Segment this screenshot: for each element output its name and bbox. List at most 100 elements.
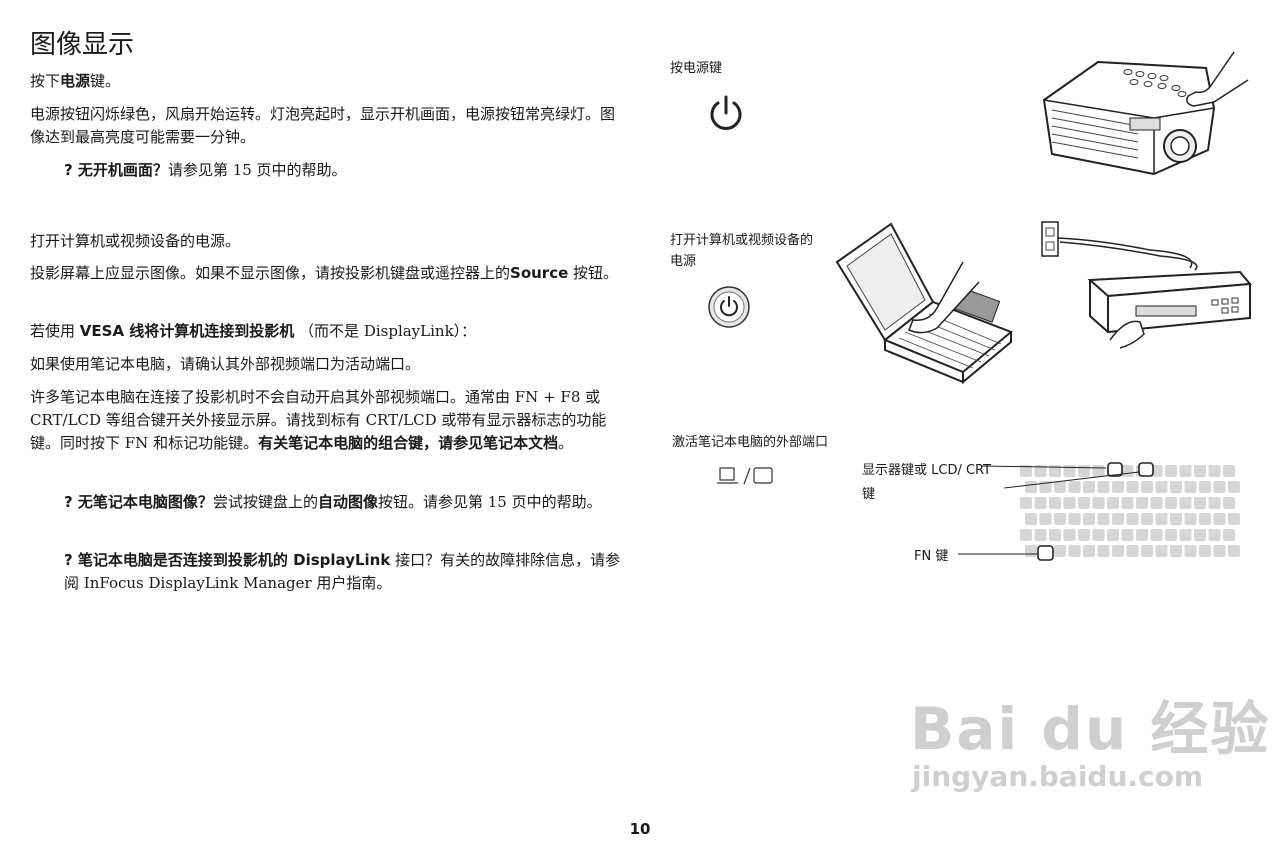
tip-question: ? 无笔记本电脑图像？	[64, 493, 213, 511]
image-display-description: 投影屏幕上应显示图像。如果不显示图像，请按投影机键盘或遥控器上的Source 按…	[30, 262, 620, 285]
source-key-name: Source	[510, 264, 569, 282]
caption-activate-port: 激活笔记本电脑的外部端口	[672, 435, 829, 450]
keyboard-key	[1083, 513, 1095, 525]
keyboard-key	[1126, 513, 1139, 525]
keyboard-key	[1126, 545, 1139, 557]
tip-question: ? 无开机画面？	[64, 161, 168, 179]
watermark-logo: Bai du 经验	[910, 695, 1271, 763]
keyboard-key	[1112, 545, 1124, 557]
keyboard-key	[1068, 545, 1081, 557]
monitor-laptop-icon	[717, 467, 773, 485]
keyboard-key	[1126, 481, 1139, 493]
keyboard-key	[1165, 497, 1177, 509]
tip-text: 按钮。请参见第 15 页中的帮助。	[377, 493, 602, 511]
keyboard-key	[1049, 497, 1061, 509]
keyboard-key	[1223, 497, 1235, 509]
keyboard-key	[1097, 545, 1110, 557]
keyboard-key	[1141, 513, 1153, 525]
keyboard-key	[1194, 465, 1206, 477]
description-text: 投影屏幕上应显示图像。如果不显示图像，请按投影机键盘或遥控器上的	[30, 264, 511, 282]
description-text: 。	[558, 434, 574, 452]
tip-question: ? 笔记本电脑是否连接到投影机的 DisplayLink	[64, 551, 391, 569]
keyboard-key	[1121, 497, 1134, 509]
keyboard-key	[1208, 529, 1221, 541]
keyboard-key	[1208, 497, 1221, 509]
power-icon	[710, 95, 742, 130]
keyboard-illustration	[1020, 462, 1240, 561]
keyboard-key	[1112, 481, 1124, 493]
keyboard-key	[1092, 497, 1105, 509]
keyboard-key	[1054, 481, 1066, 493]
keyboard-key	[1194, 497, 1206, 509]
power-description: 电源按钮闪烁绿色，风扇开始运转。灯泡亮起时，显示开机画面，电源按钮常亮绿灯。图像…	[30, 105, 616, 146]
keyboard-key	[1068, 481, 1081, 493]
keyboard-key	[1155, 481, 1168, 493]
keyboard-key	[1107, 497, 1119, 509]
keyboard-key	[1034, 465, 1047, 477]
projector-illustration	[1042, 51, 1249, 176]
vesa-text: （而不是 DisplayLink）：	[294, 322, 477, 340]
keyboard-key	[1223, 465, 1235, 477]
page-title: 图像显示	[30, 30, 135, 60]
keyboard-key	[1223, 529, 1235, 541]
keyboard-key	[1213, 481, 1226, 493]
vesa-text: 若使用	[30, 322, 80, 340]
keyboard-key	[1034, 497, 1047, 509]
keyboard-key	[1049, 529, 1061, 541]
keyboard-key	[1112, 513, 1124, 525]
step-text: 按下	[30, 72, 61, 90]
keyboard-key	[1170, 545, 1182, 557]
caption-press-power: 按电源键	[670, 61, 723, 76]
keyboard-key	[1184, 481, 1197, 493]
keyboard-key	[1078, 497, 1090, 509]
keyboard-key	[1170, 513, 1182, 525]
keyboard-key	[1199, 513, 1211, 525]
power-button-icon	[708, 286, 750, 328]
keyboard-key	[1208, 465, 1221, 477]
power-key-name: 电源	[60, 72, 91, 90]
description-text: 按钮。	[568, 264, 619, 282]
see-documentation-bold: 有关笔记本电脑的组合键，请参见笔记本文档	[258, 434, 559, 452]
keyboard-key	[1049, 465, 1061, 477]
keyboard-key	[1063, 497, 1076, 509]
keyboard-key	[1170, 481, 1182, 493]
page-number: 10	[629, 820, 651, 838]
tip-text: 请参见第 15 页中的帮助。	[167, 161, 347, 179]
keyboard-key	[1194, 529, 1206, 541]
keyboard-key	[1141, 481, 1153, 493]
keyboard-key	[1150, 497, 1163, 509]
function-key-description: 许多笔记本电脑在连接了投影机时不会自动开启其外部视频端口。通常由 FN + F8…	[30, 386, 620, 455]
keyboard-key	[1179, 465, 1192, 477]
keyboard-key	[1136, 529, 1148, 541]
tip-text: 接口？有关的故障排除信息，请参阅 InFocus DisplayLink Man…	[64, 551, 621, 592]
step-turn-on-computer: 打开计算机或视频设备的电源。	[30, 232, 241, 250]
tip-text: 尝试按键盘上的	[212, 493, 318, 511]
keyboard-key	[1083, 481, 1095, 493]
vesa-bold: VESA 线将计算机连接到投影机	[79, 322, 295, 340]
keyboard-key	[1155, 513, 1168, 525]
keyboard-key	[1199, 481, 1211, 493]
keyboard-key	[1150, 529, 1163, 541]
caption-turn-on-computer: 打开计算机或视频设备的电源	[670, 233, 814, 269]
keyboard-key	[1165, 465, 1177, 477]
keyboard-key	[1063, 465, 1076, 477]
keyboard-key	[1107, 529, 1119, 541]
video-device-illustration	[1041, 221, 1252, 349]
keyboard-key	[1054, 513, 1066, 525]
keyboard-key	[1199, 545, 1211, 557]
keyboard-key	[1228, 545, 1240, 557]
keyboard-key	[1213, 513, 1226, 525]
keyboard-key	[1025, 513, 1037, 525]
keyboard-key	[1097, 513, 1110, 525]
tip-no-startup-screen: ? 无开机画面？请参见第 15 页中的帮助。	[64, 159, 624, 182]
keyboard-key	[1179, 529, 1192, 541]
keyboard-key	[1141, 545, 1153, 557]
keyboard-key	[1039, 481, 1052, 493]
keyboard-key	[1184, 513, 1197, 525]
keyboard-key	[1213, 545, 1226, 557]
keyboard-key	[1068, 513, 1081, 525]
keyboard-key	[1165, 529, 1177, 541]
keyboard-key	[1034, 529, 1047, 541]
display-key-label: 显示器键或 LCD/ CRT 键	[862, 463, 992, 502]
